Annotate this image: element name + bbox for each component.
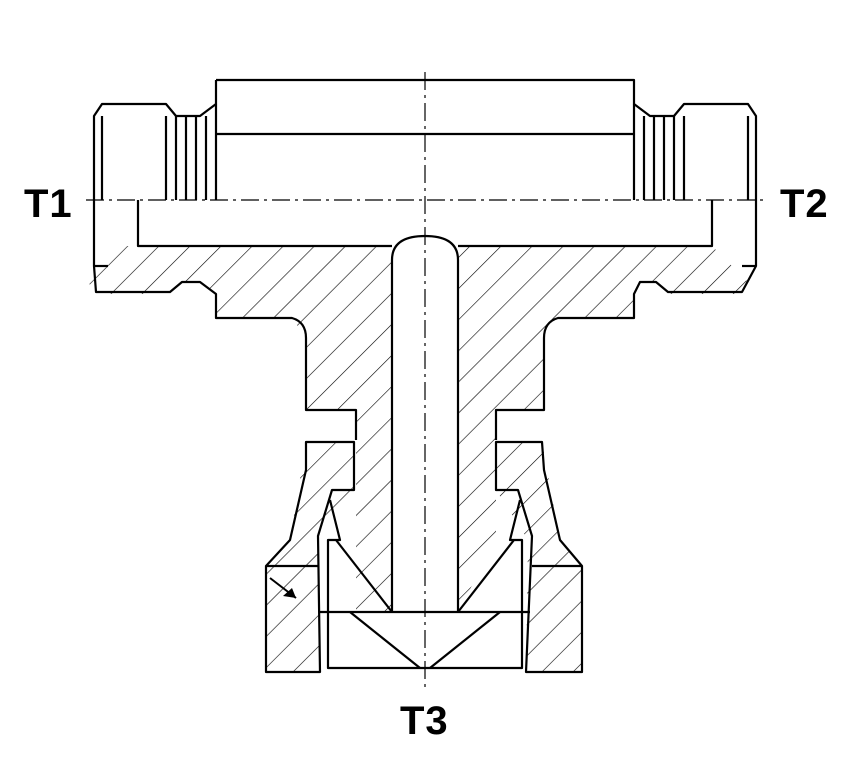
body-section-hatching — [88, 246, 748, 672]
center-lines — [86, 72, 766, 690]
port-label-t2: T2 — [780, 182, 829, 226]
pointer-arrow-icon — [269, 577, 297, 599]
port-label-t1: T1 — [24, 182, 73, 226]
port-label-t3: T3 — [400, 699, 449, 743]
